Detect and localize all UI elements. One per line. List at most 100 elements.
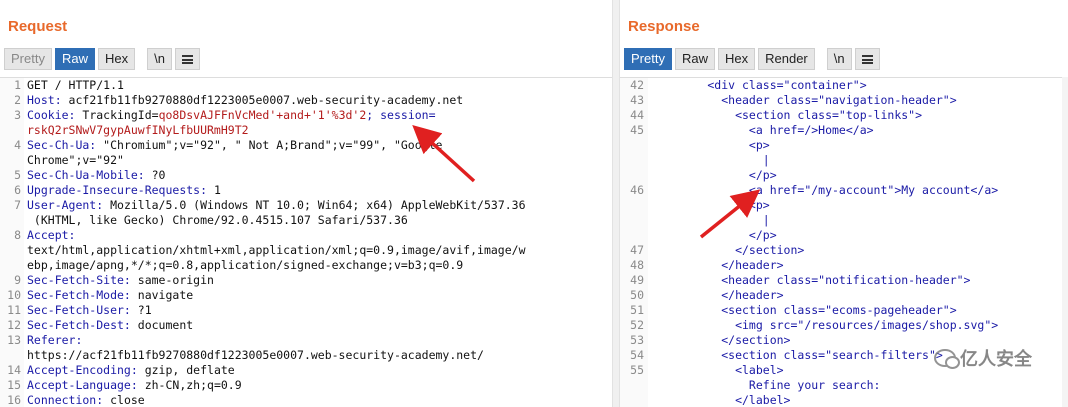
- line-text: Sec-Ch-Ua-Mobile: ?0: [27, 168, 165, 183]
- html-source-text: <header class="navigation-header">: [652, 93, 957, 107]
- header-name: Accept-Encoding:: [27, 363, 138, 377]
- line-text: (KHTML, like Gecko) Chrome/92.0.4515.107…: [27, 213, 408, 228]
- line-number: 7: [14, 198, 21, 212]
- line-number: 16: [7, 393, 21, 407]
- html-source-text: </section>: [652, 333, 791, 347]
- request-gutter: [0, 78, 24, 407]
- code-line: 46 <a href="/my-account">My account</a>: [620, 183, 1068, 198]
- header-name: Referer:: [27, 333, 83, 347]
- cookie-value: rskQ2rSNwV7gypAuwfINyLfbUURmH9T2: [27, 123, 249, 137]
- code-line: 9 Sec-Fetch-Site: same-origin: [0, 273, 612, 288]
- header-value: https://acf21fb11fb9270880df1223005e0007…: [27, 348, 484, 362]
- response-title: Response: [628, 18, 700, 35]
- html-source-text: <div class="container">: [652, 78, 867, 92]
- cookie-value: qo8DsvAJFFnVcMed'+and+'1'%3d'2: [158, 108, 367, 122]
- response-render-tab[interactable]: Render: [758, 48, 815, 70]
- line-number: 6: [14, 183, 21, 197]
- header-value: GET / HTTP/1.1: [27, 78, 124, 92]
- response-editor[interactable]: 42 <div class="container">43 <header cla…: [620, 77, 1068, 407]
- request-newline-toggle[interactable]: \n: [147, 48, 172, 70]
- header-value: Chrome";v="92": [27, 153, 124, 167]
- line-text: text/html,application/xhtml+xml,applicat…: [27, 243, 526, 258]
- header-value: acf21fb11fb9270880df1223005e0007.web-sec…: [61, 93, 464, 107]
- html-source-text: Refine your search:: [652, 378, 881, 392]
- header-name: Sec-Fetch-Site:: [27, 273, 131, 287]
- code-line: 6 Upgrade-Insecure-Requests: 1: [0, 183, 612, 198]
- response-pretty-tab[interactable]: Pretty: [624, 48, 672, 70]
- line-number: 9: [14, 273, 21, 287]
- header-value: close: [103, 393, 145, 407]
- line-text: Sec-Fetch-Mode: navigate: [27, 288, 193, 303]
- code-line: 43 <header class="navigation-header">: [620, 93, 1068, 108]
- header-name: Connection:: [27, 393, 104, 407]
- code-line: 47 </section>: [620, 243, 1068, 258]
- html-source-text: <p>: [652, 198, 770, 212]
- header-value: TrackingId=: [75, 108, 159, 122]
- code-line: https://acf21fb11fb9270880df1223005e0007…: [0, 348, 612, 363]
- code-line: 54 <section class="search-filters">: [620, 348, 1068, 363]
- header-value: gzip, deflate: [137, 363, 235, 377]
- header-value: 1: [207, 183, 221, 197]
- line-text: Cookie: TrackingId=qo8DsvAJFFnVcMed'+and…: [27, 108, 436, 123]
- code-line: |: [620, 153, 1068, 168]
- html-source-text: </p>: [652, 168, 777, 182]
- response-pane: Response Pretty Raw Hex Render \n 42 <di…: [620, 0, 1068, 407]
- html-source-text: |: [652, 153, 770, 167]
- header-name: Accept-Language:: [27, 378, 138, 392]
- line-number: 55: [630, 363, 644, 377]
- html-source-text: <img src="/resources/images/shop.svg">: [652, 318, 999, 332]
- html-source-text: <a href="/my-account">My account</a>: [652, 183, 999, 197]
- request-hex-tab[interactable]: Hex: [97, 48, 136, 70]
- code-line: 16 Connection: close: [0, 393, 612, 407]
- html-source-text: |: [652, 213, 770, 227]
- html-source-text: <a href=/>Home</a>: [652, 123, 874, 137]
- response-newline-toggle[interactable]: \n: [826, 48, 852, 70]
- line-text: Chrome";v="92": [27, 153, 124, 168]
- line-number: 2: [14, 93, 21, 107]
- line-text: Sec-Fetch-User: ?1: [27, 303, 152, 318]
- request-menu-button[interactable]: [174, 48, 200, 70]
- line-number: 45: [630, 123, 644, 137]
- code-line: Chrome";v="92": [0, 153, 612, 168]
- code-line: ebp,image/apng,*/*;q=0.8,application/sig…: [0, 258, 612, 273]
- line-text: ebp,image/apng,*/*;q=0.8,application/sig…: [27, 258, 463, 273]
- header-value: same-origin: [130, 273, 214, 287]
- response-scrollbar[interactable]: [1062, 77, 1068, 407]
- response-hex-tab[interactable]: Hex: [717, 48, 756, 70]
- line-number: 46: [630, 183, 644, 197]
- header-name: Upgrade-Insecure-Requests:: [27, 183, 208, 197]
- response-raw-tab[interactable]: Raw: [674, 48, 715, 70]
- toolbar-separator: [818, 48, 824, 70]
- code-line: 45 <a href=/>Home</a>: [620, 123, 1068, 138]
- code-line: 44 <section class="top-links">: [620, 108, 1068, 123]
- line-text: Sec-Fetch-Site: same-origin: [27, 273, 214, 288]
- request-raw-tab[interactable]: Raw: [54, 48, 95, 70]
- response-menu-button[interactable]: [854, 48, 880, 70]
- hamburger-menu-icon: [181, 55, 193, 65]
- response-code[interactable]: 42 <div class="container">43 <header cla…: [620, 78, 1068, 407]
- code-line: text/html,application/xhtml+xml,applicat…: [0, 243, 612, 258]
- line-text: Upgrade-Insecure-Requests: 1: [27, 183, 221, 198]
- watermark-text: 亿人安全: [960, 349, 1032, 369]
- pane-splitter[interactable]: [612, 0, 620, 407]
- line-number: 53: [630, 333, 644, 347]
- header-name: Sec-Fetch-User:: [27, 303, 131, 317]
- line-text: Sec-Fetch-Dest: document: [27, 318, 193, 333]
- line-text: Accept-Language: zh-CN,zh;q=0.9: [27, 378, 242, 393]
- code-line: 52 <img src="/resources/images/shop.svg"…: [620, 318, 1068, 333]
- request-pretty-tab[interactable]: Pretty: [4, 48, 52, 70]
- response-gutter: [620, 78, 648, 407]
- line-text: GET / HTTP/1.1: [27, 78, 124, 93]
- header-value: document: [130, 318, 194, 332]
- line-number: 8: [14, 228, 21, 242]
- line-text: rskQ2rSNwV7gypAuwfINyLfbUURmH9T2: [27, 123, 249, 138]
